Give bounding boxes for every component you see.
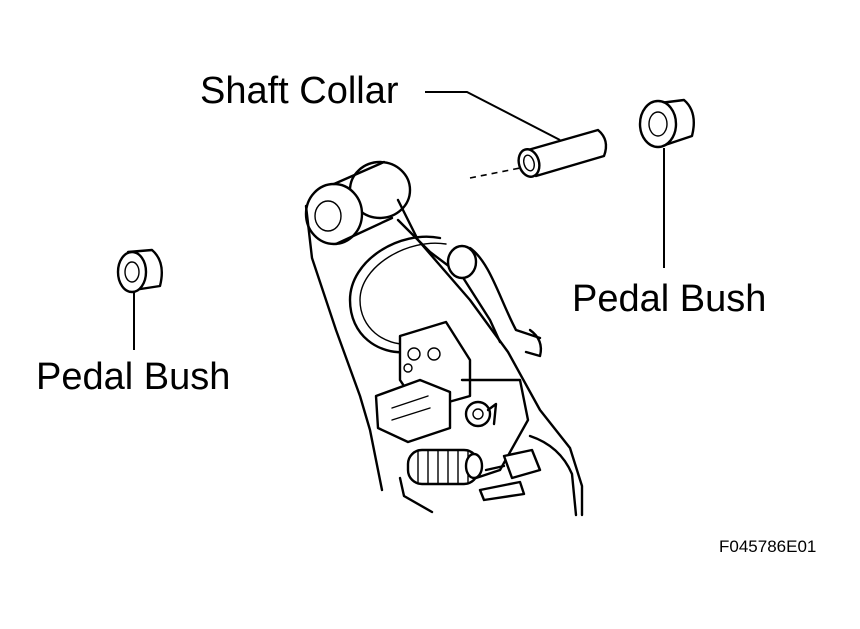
pedal-bush-left-label: Pedal Bush: [36, 356, 231, 398]
pedal-arm-assembly: [304, 160, 584, 517]
shaft-collar-leader: [425, 91, 561, 141]
return-spring: [406, 448, 484, 486]
figure-code-label: F045786E01: [719, 537, 817, 556]
shaft-collar-label: Shaft Collar: [200, 70, 399, 112]
leader-lines: [133, 91, 665, 350]
axis-dashed-line: [469, 167, 521, 179]
shaft-collar-part: [517, 128, 608, 178]
left-pedal-bush-part: [116, 248, 163, 294]
right-pedal-bush-part: [638, 98, 695, 149]
pedal-bush-right-label: Pedal Bush: [572, 278, 767, 320]
